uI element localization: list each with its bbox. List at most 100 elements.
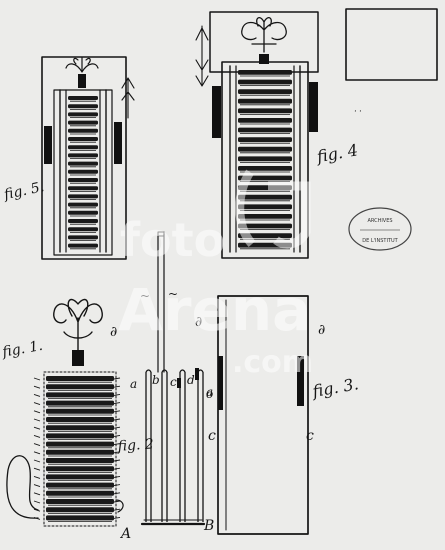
- fig4-disc-stack: [238, 70, 292, 250]
- disc: [46, 515, 114, 521]
- disc: [238, 223, 292, 229]
- disc: [68, 153, 98, 158]
- disc: [46, 507, 114, 513]
- small-mark: ˙˙: [352, 110, 362, 121]
- disc-tick: [33, 500, 121, 504]
- disc-tick: [33, 426, 121, 430]
- fig2-mark-3: ∂: [195, 314, 202, 330]
- disc: [68, 186, 98, 191]
- disc: [46, 392, 114, 398]
- tube-letter: a: [130, 377, 137, 391]
- disc-tick: [33, 393, 121, 397]
- disc-tick: [33, 451, 121, 455]
- tube-top: [179, 369, 186, 373]
- disc: [238, 204, 292, 210]
- disc: [238, 214, 292, 219]
- disc-tick: [33, 402, 121, 406]
- fig3-jar-drawing: [217, 295, 309, 535]
- disc: [46, 408, 114, 414]
- disc: [46, 490, 114, 496]
- fig3-right-plate: [297, 356, 304, 406]
- disc-tick: [33, 410, 121, 414]
- fig2-mark-1: ~: [140, 289, 150, 303]
- disc: [46, 384, 114, 390]
- fig5-arrow-icon: [121, 77, 135, 119]
- disc-tick: [33, 377, 121, 381]
- watermark-line-1: foto: [120, 213, 225, 267]
- blank-rectangle: [345, 8, 438, 81]
- disc: [238, 79, 292, 85]
- disc: [68, 120, 98, 125]
- fig3-frame: [217, 295, 309, 535]
- disc: [68, 112, 98, 117]
- watermark-line-2: Arena: [118, 276, 311, 344]
- fig4-ornament: [241, 17, 287, 53]
- watermark-line-3: .com: [232, 345, 313, 380]
- disc: [238, 108, 292, 114]
- fig5-label: fig. 5.: [2, 179, 46, 203]
- fig2-apparatus-drawing: [140, 231, 206, 526]
- watermark-mark-icon: [235, 169, 311, 249]
- tube-top: [145, 369, 152, 373]
- disc: [68, 169, 98, 174]
- stamp-line-2: DE L'INSTITUT: [362, 238, 398, 244]
- disc: [68, 202, 98, 207]
- disc: [238, 98, 292, 104]
- disc: [46, 458, 114, 463]
- fig2-label: fig. 2: [116, 436, 154, 455]
- fig1-pile-drawing: [6, 298, 124, 527]
- tube-plug: [195, 368, 199, 380]
- fig5-ornament: [65, 57, 99, 73]
- tube-plug: [177, 378, 181, 388]
- fig1-ornament: [53, 298, 103, 351]
- disc-tick: [33, 418, 121, 422]
- disc-tick: [33, 459, 121, 463]
- disc: [68, 161, 98, 166]
- disc: [238, 70, 292, 75]
- disc: [46, 482, 114, 488]
- disc-tick: [33, 434, 121, 438]
- disc: [68, 96, 98, 100]
- disc-tick: [33, 484, 121, 488]
- fig2-mark-2: ~: [168, 287, 178, 301]
- disc: [46, 425, 114, 431]
- disc: [68, 243, 98, 248]
- disc: [68, 145, 98, 150]
- disc: [68, 178, 98, 182]
- disc: [238, 118, 292, 123]
- disc: [238, 146, 292, 152]
- disc: [46, 449, 114, 455]
- fig4-right-plate: [309, 82, 318, 132]
- disc: [46, 474, 114, 480]
- fig4-left-plate: [212, 86, 221, 138]
- fig3-mark-2: c: [306, 428, 314, 444]
- disc: [46, 376, 114, 381]
- disc: [68, 194, 98, 199]
- stamp-line-1: ARCHIVES: [367, 218, 392, 224]
- disc: [238, 166, 292, 171]
- tube-letter: b: [152, 373, 160, 387]
- disc: [238, 156, 292, 162]
- fig3-mark-3: o: [206, 387, 213, 401]
- disc: [68, 137, 98, 141]
- fig3-mark-1: ∂: [318, 322, 325, 338]
- fig3-mark-4: c: [208, 428, 216, 444]
- disc: [238, 194, 292, 200]
- disc-tick: [33, 492, 121, 496]
- fig4-arrow-icon: [195, 25, 209, 87]
- fig5-left-plate: [44, 126, 52, 164]
- fig3-label: fig. 3.: [310, 374, 360, 401]
- disc: [46, 433, 114, 439]
- tube-top: [161, 369, 168, 373]
- fig1-mark: ∂: [110, 324, 117, 340]
- tube-letter: a: [206, 385, 213, 399]
- fig4-label: fig. 4: [314, 140, 359, 166]
- disc: [46, 400, 114, 406]
- disc-tick: [33, 475, 121, 479]
- disc: [238, 89, 292, 94]
- fig5-pile-drawing: [41, 56, 135, 260]
- disc-tick: [33, 467, 121, 471]
